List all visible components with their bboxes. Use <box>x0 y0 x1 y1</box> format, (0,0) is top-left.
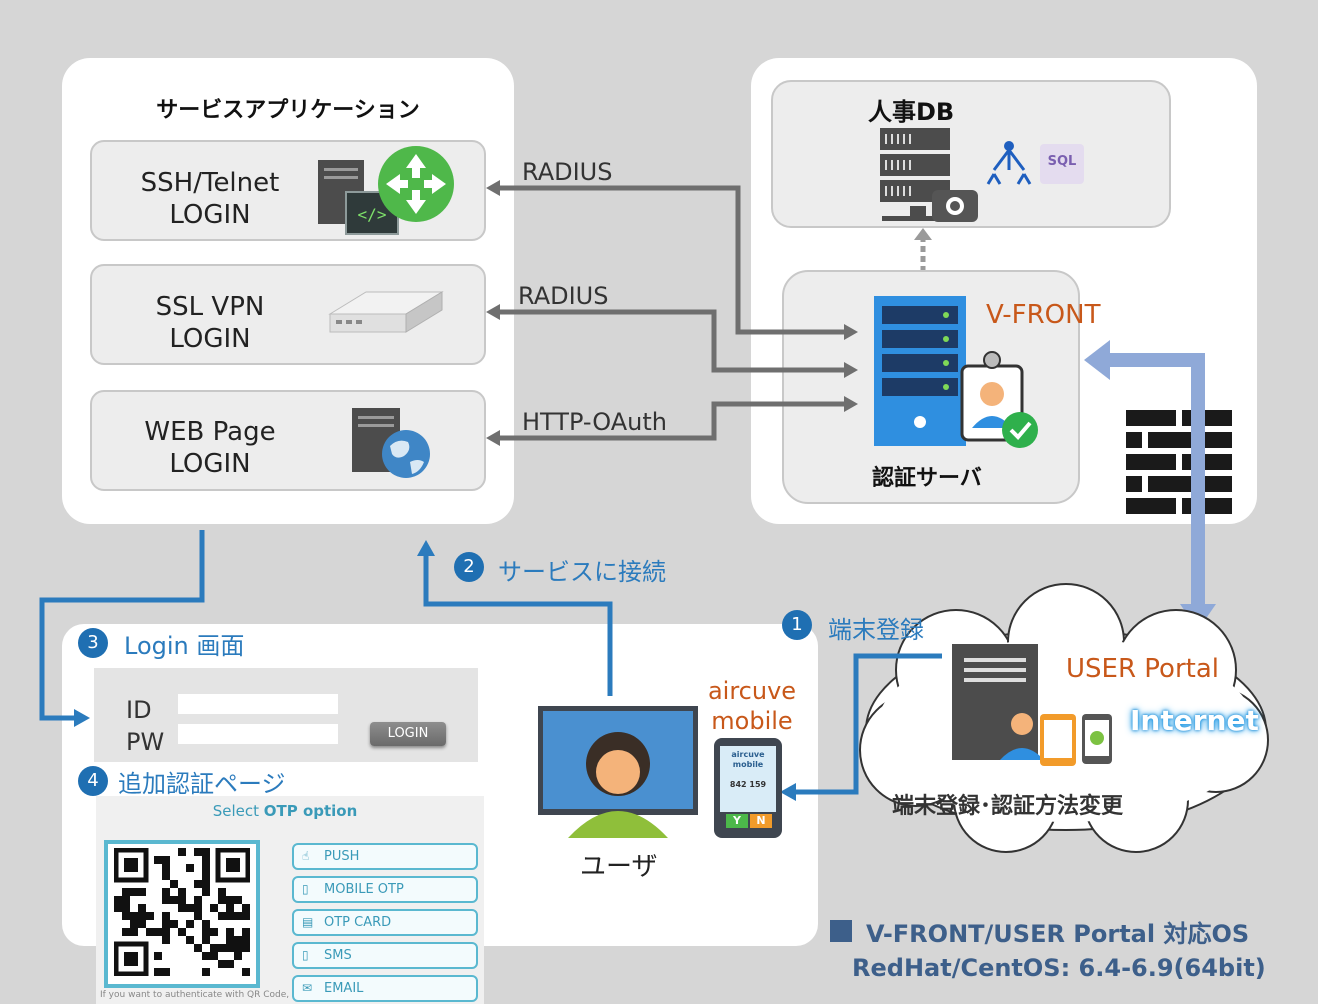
supported-os-versions: RedHat/CentOS: 6.4-6.9(64bit) <box>852 954 1266 982</box>
v-front-label: V-FRONT <box>986 300 1101 330</box>
email-icon: ✉ <box>302 981 313 995</box>
supported-os-title: V-FRONT/USER Portal 対応OS <box>866 920 1250 948</box>
firewall-icon <box>1126 410 1232 514</box>
step-3-label: Login 画面 <box>124 632 245 660</box>
step-1-label: 端末登録 <box>828 616 924 644</box>
otp-option-otp-card[interactable]: ▤ OTP CARD <box>292 909 478 936</box>
otp-option-label: SMS <box>324 948 352 963</box>
mobile-code: 842 159 <box>729 780 767 789</box>
user-label: ユーザ <box>580 852 658 882</box>
step-2-badge: 2 <box>454 552 484 582</box>
otp-option-email[interactable]: ✉ EMAIL <box>292 975 478 1002</box>
mobile-screen <box>720 746 776 812</box>
otp-option-sms[interactable]: ▯ SMS <box>292 942 478 969</box>
web-server-globe-icon <box>352 408 430 478</box>
otp-option-mobile-otp[interactable]: ▯ MOBILE OTP <box>292 876 478 903</box>
radius-label-1: RADIUS <box>522 158 613 186</box>
http-oauth-label: HTTP-OAuth <box>522 408 667 436</box>
login-button[interactable]: LOGIN <box>370 722 446 746</box>
internet-label: Internet <box>1130 704 1259 737</box>
vpn-appliance-icon <box>328 291 444 333</box>
web-page-label: WEB Page LOGIN <box>144 417 276 479</box>
auth-server-icon <box>874 296 1038 448</box>
step-4-label: 追加認証ページ <box>118 770 286 798</box>
ssh-telnet-label: SSH/Telnet LOGIN <box>140 168 280 230</box>
footer-bullet <box>830 920 852 942</box>
sql-icon <box>1040 144 1084 184</box>
otp-option-label: MOBILE OTP <box>324 882 404 897</box>
id-label: ID <box>126 696 152 724</box>
radius-label-2: RADIUS <box>518 282 609 310</box>
device-registration-caption: 端末登録･認証方法変更 <box>892 794 1124 819</box>
sms-icon: ▯ <box>302 948 309 962</box>
login-form <box>94 668 478 762</box>
mobile-no-button[interactable]: N <box>750 814 772 828</box>
otp-title-bold: OTP option <box>263 802 358 820</box>
mobile-icon: ▯ <box>302 882 309 896</box>
step-4-badge: 4 <box>78 766 108 796</box>
svg-text:</>: </> <box>358 205 387 224</box>
database-server-icon <box>880 128 978 222</box>
otp-option-label: EMAIL <box>324 981 364 996</box>
hr-db-title: 人事DB <box>868 98 955 126</box>
id-input[interactable] <box>178 694 338 714</box>
step-3-badge: 3 <box>78 628 108 658</box>
user-monitor-icon <box>538 706 698 838</box>
user-portal-server-icon <box>952 644 1112 766</box>
card-icon: ▤ <box>302 915 314 929</box>
server-router-icon: </> <box>318 146 454 235</box>
otp-option-label: PUSH <box>324 849 360 864</box>
qr-note: If you want to authenticate with QR Code… <box>100 990 290 1000</box>
step-1-badge: 1 <box>782 610 812 640</box>
hierarchy-icon <box>986 141 1032 185</box>
ssl-vpn-label: SSL VPN LOGIN <box>155 292 265 354</box>
step-2-label: サービスに接続 <box>498 558 666 586</box>
user-portal-label: USER Portal <box>1066 654 1219 684</box>
push-icon: ☝ <box>302 849 310 863</box>
web-page-box <box>90 390 486 491</box>
qr-code <box>114 848 250 976</box>
sql-label: SQL <box>1047 154 1077 169</box>
auth-server-label: 認証サーバ <box>872 466 982 491</box>
aircuve-mobile-label: aircuve mobile <box>707 677 797 735</box>
service-app-title: サービスアプリケーション <box>156 98 420 123</box>
mobile-yes-button[interactable]: Y <box>726 814 748 828</box>
otp-title: Select OTP option <box>96 802 474 820</box>
otp-title-prefix: Select <box>212 802 264 820</box>
pw-label: PW <box>126 728 165 756</box>
pw-input[interactable] <box>178 724 338 744</box>
otp-option-label: OTP CARD <box>324 915 392 930</box>
otp-option-push[interactable]: ☝ PUSH <box>292 843 478 870</box>
mobile-brand: aircuve mobile <box>731 750 765 769</box>
